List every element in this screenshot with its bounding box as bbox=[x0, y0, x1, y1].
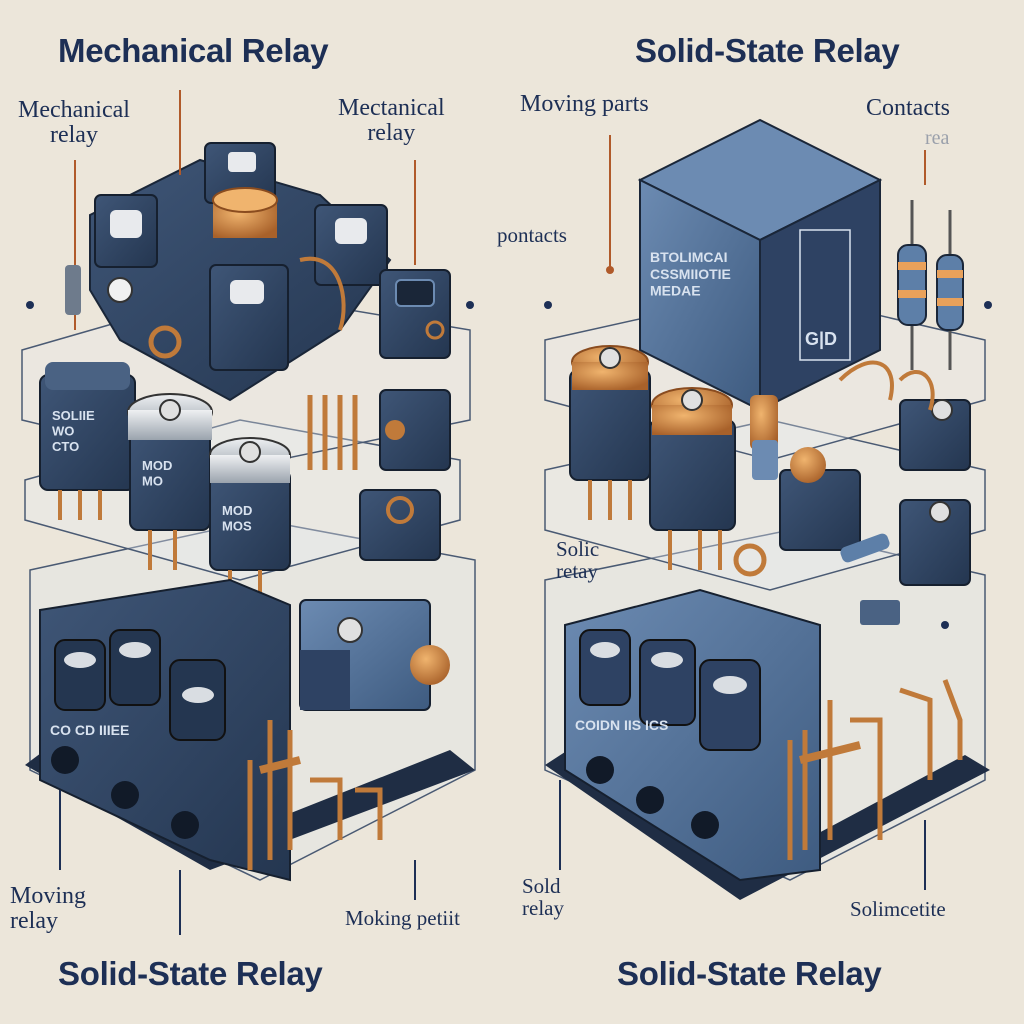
label-moving-parts: Moving parts bbox=[520, 91, 649, 117]
label-solimcetite: Solimcetite bbox=[850, 897, 946, 921]
label-rea: rea bbox=[925, 127, 950, 149]
left-bottom-base: CO CD IIIEE bbox=[39, 578, 450, 882]
label-solic-relay: Solic retay bbox=[556, 537, 600, 584]
label-moking-petit: Moking petiit bbox=[345, 906, 460, 930]
left-title-bottom: Solid-State Relay bbox=[58, 955, 323, 992]
left-title-top: Mechanical Relay bbox=[58, 32, 329, 69]
label-contacts: Contacts bbox=[866, 95, 950, 121]
right-title-top: Solid-State Relay bbox=[635, 32, 900, 69]
right-resistors bbox=[897, 200, 964, 370]
label-pontacts: pontacts bbox=[497, 223, 567, 247]
label-sold-relay: Sold relay bbox=[522, 874, 564, 921]
right-middle-components bbox=[569, 345, 971, 586]
left-top-cluster bbox=[89, 142, 451, 402]
label-mechanical-relay-b: Mectanical relay bbox=[338, 95, 445, 147]
right-title-bottom: Solid-State Relay bbox=[617, 955, 882, 992]
label-mechanical-relay-a: Mechanical relay bbox=[18, 97, 130, 149]
label-moving-relay: Moving relay bbox=[10, 883, 87, 935]
right-base-text: COIDN IIS ICS bbox=[575, 717, 668, 733]
left-base-text: CO CD IIIEE bbox=[50, 722, 129, 738]
right-bottom-base: COIDN IIS ICS bbox=[564, 588, 963, 882]
right-cube-side-text: G|D bbox=[805, 329, 837, 349]
